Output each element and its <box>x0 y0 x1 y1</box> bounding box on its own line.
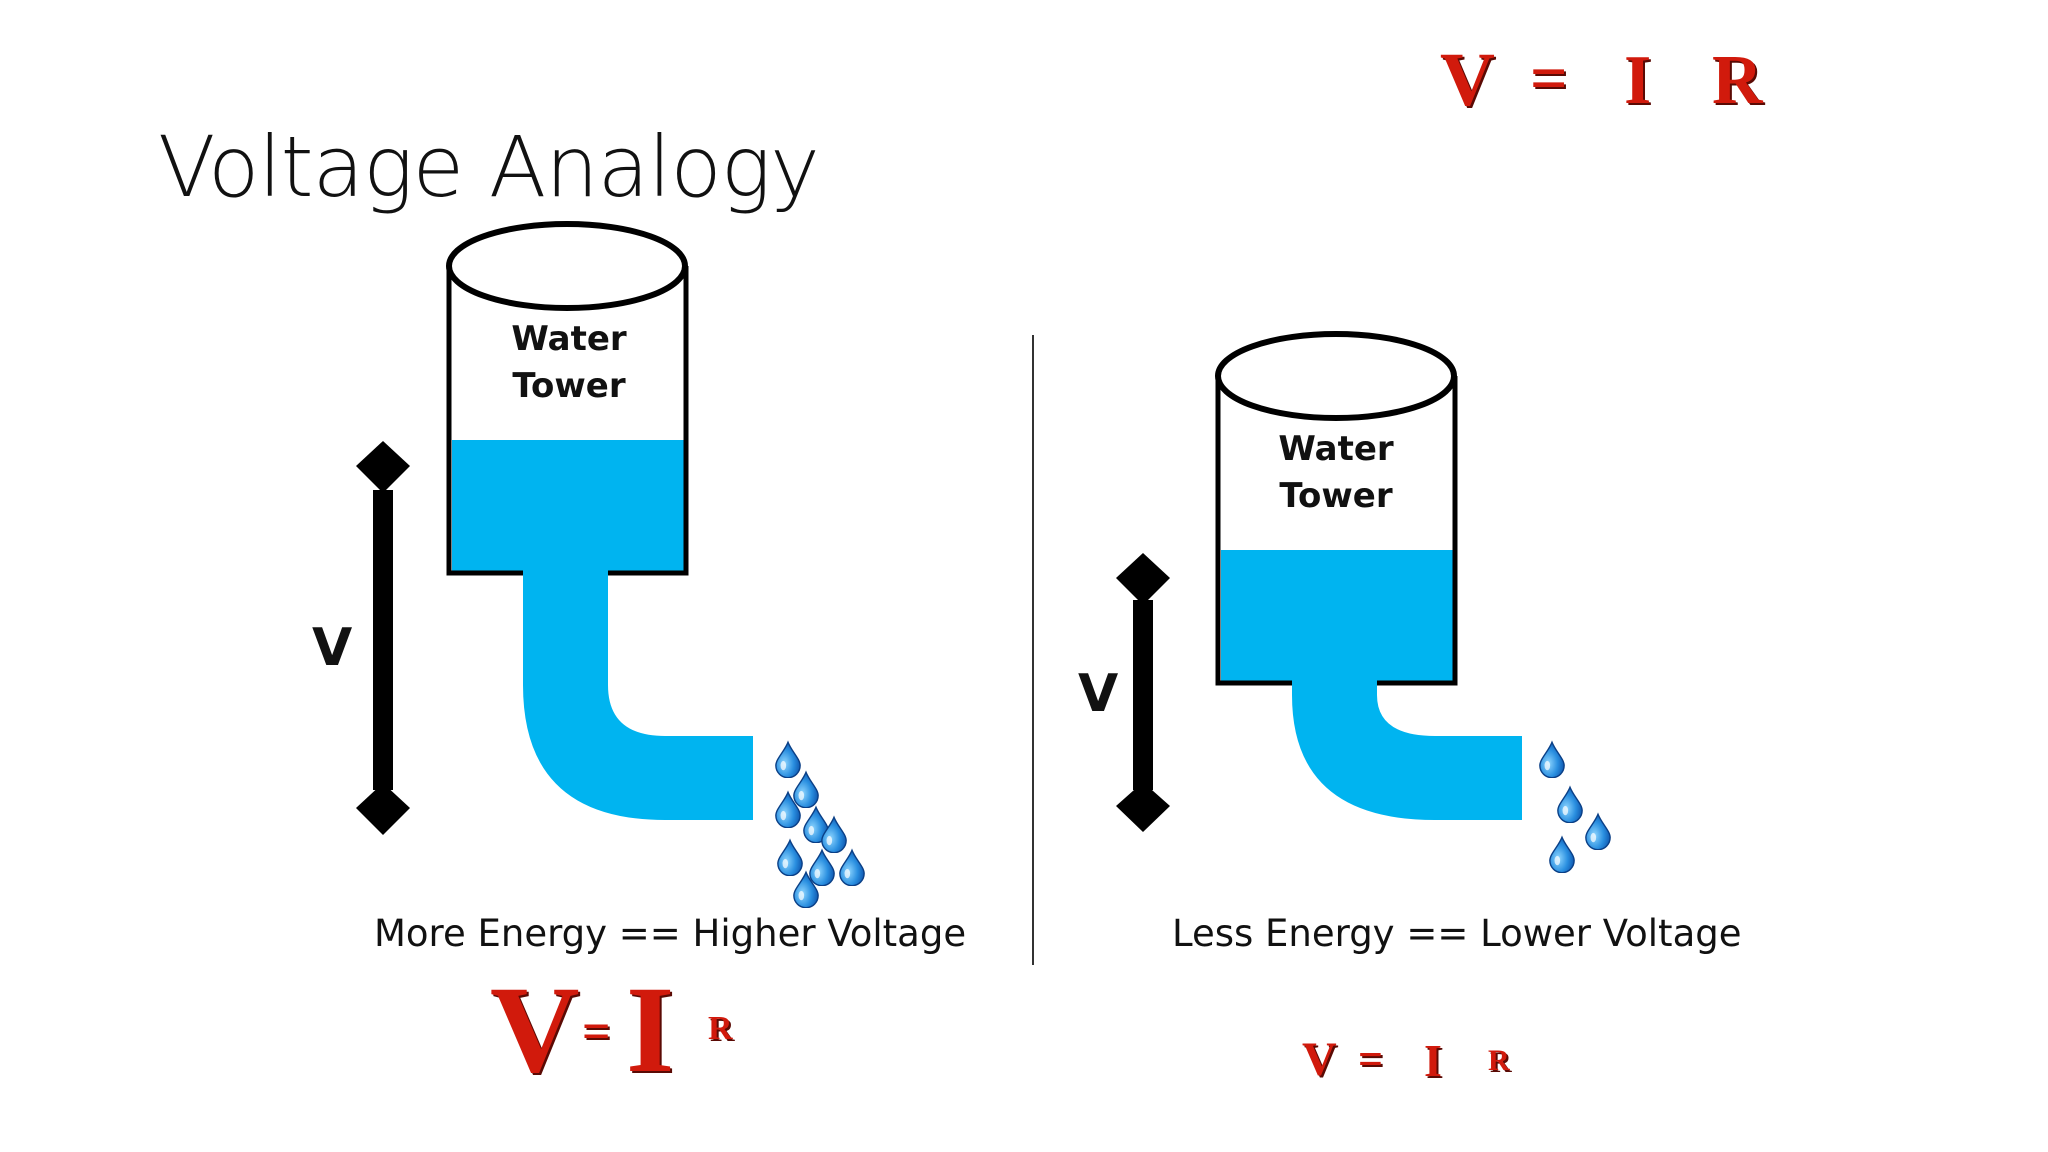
left-water-drops <box>775 741 865 908</box>
right-formula-eq: = <box>1358 1035 1384 1084</box>
right-tower-label-line2: Tower <box>1279 476 1393 516</box>
left-voltage-arrow <box>356 441 410 835</box>
left-tower-label-line1: Water <box>511 319 627 359</box>
top-formula-eq: = <box>1530 42 1568 115</box>
left-tower-label: Water Tower <box>449 316 689 410</box>
right-pipe <box>1292 680 1522 820</box>
top-formula-v: V <box>1440 38 1495 122</box>
left-formula-r: R <box>708 1010 733 1047</box>
left-formula-i: I <box>626 961 675 1098</box>
right-tank-water <box>1221 550 1453 683</box>
right-formula-r: R <box>1488 1044 1510 1077</box>
right-tank-top <box>1215 331 1457 421</box>
right-voltage-arrow <box>1116 553 1170 832</box>
right-arrow-label: V <box>1078 664 1119 724</box>
right-tower-label-line1: Water <box>1278 429 1394 469</box>
left-tank-outline <box>446 266 689 576</box>
left-tank-top <box>446 221 688 311</box>
left-arrow-label: V <box>312 618 353 678</box>
left-caption: More Energy == Higher Voltage <box>374 912 967 955</box>
left-pipe <box>523 570 753 820</box>
right-formula-i: I <box>1424 1035 1442 1086</box>
right-tower-label: Water Tower <box>1216 426 1456 520</box>
right-caption: Less Energy == Lower Voltage <box>1172 912 1742 955</box>
slide-title: Voltage Analogy <box>158 118 820 216</box>
right-water-tower <box>1215 331 1611 873</box>
top-formula-i: I <box>1624 42 1652 119</box>
left-formula-v: V <box>490 961 580 1098</box>
right-formula-v: V <box>1302 1033 1337 1086</box>
left-formula-eq: = <box>582 1003 611 1059</box>
right-water-drops <box>1539 741 1611 873</box>
right-tank-outline <box>1215 376 1458 686</box>
center-divider <box>1032 335 1034 965</box>
left-water-tower <box>446 221 865 908</box>
left-tank-water <box>452 440 684 573</box>
top-formula-r: R <box>1712 42 1763 119</box>
left-tower-label-line2: Tower <box>512 366 626 406</box>
